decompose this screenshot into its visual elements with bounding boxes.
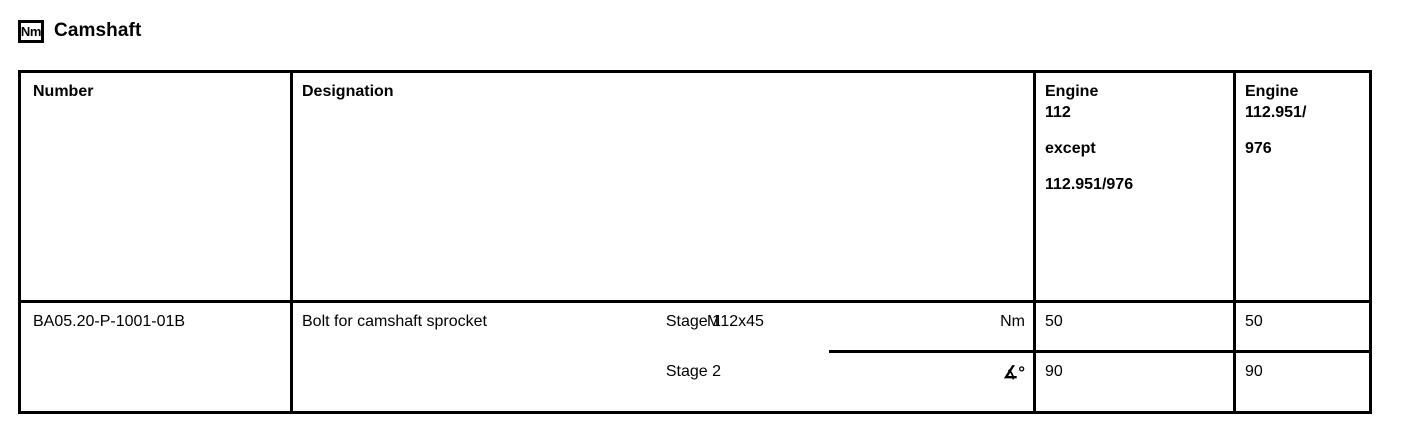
page-title: Camshaft [54, 20, 142, 41]
column-header-number: Number [24, 73, 290, 300]
stage-2-engine-112-value: 90 [1045, 363, 1063, 380]
column-header-designation-label: Designation [302, 83, 394, 100]
column-divider-engine112-engine112951 [1233, 73, 1236, 411]
stage-1-label: Stage 1 [665, 313, 721, 330]
page-title-row: Nm Camshaft [18, 18, 141, 44]
torque-specification-table: Number Designation Engine 112 except 112… [18, 70, 1372, 414]
column-header-engine-112951-line1: Engine [1245, 83, 1299, 100]
stage-2-label: Stage 2 [665, 363, 721, 380]
stage-1-unit: Nm [1000, 313, 1025, 330]
column-header-designation: Designation [293, 73, 1033, 300]
column-header-engine-112951-line2: 112.951/ [1245, 104, 1307, 121]
column-header-engine-112-line3: except [1045, 140, 1096, 157]
column-header-engine-112-line2: 112 [1045, 104, 1071, 121]
column-divider-designation-engine112 [1033, 73, 1036, 411]
column-header-number-label: Number [33, 83, 94, 100]
column-header-engine-112951-976: Engine 112.951/ 976 [1236, 73, 1372, 300]
torque-unit-nm-icon: Nm [18, 19, 44, 43]
table-row-size-wrapper: M12x45 [293, 303, 1033, 350]
column-header-engine-112: Engine 112 except 112.951/976 [1036, 73, 1233, 300]
stage-1-engine-112-value: 50 [1045, 313, 1063, 330]
column-divider-number-designation [290, 73, 293, 411]
header-body-divider [21, 300, 1369, 303]
stage-1-engine-112951-value: 50 [1245, 313, 1263, 330]
table-row-bolt-size-value: M12x45 [707, 313, 764, 330]
column-header-engine-112951-line3: 976 [1245, 140, 1272, 157]
table-row-designation-value: Bolt for camshaft sprocket [302, 313, 487, 330]
column-header-engine-112-line4: 112.951/976 [1045, 176, 1134, 193]
table-row-number-value: BA05.20-P-1001-01B [33, 313, 186, 330]
stage-2-engine-112951-value: 90 [1245, 363, 1263, 380]
column-header-engine-112-line1: Engine [1045, 83, 1099, 100]
stage-row-divider [829, 350, 1369, 353]
stage-2-unit-angle-degree-icon: ∡° [1002, 363, 1025, 382]
